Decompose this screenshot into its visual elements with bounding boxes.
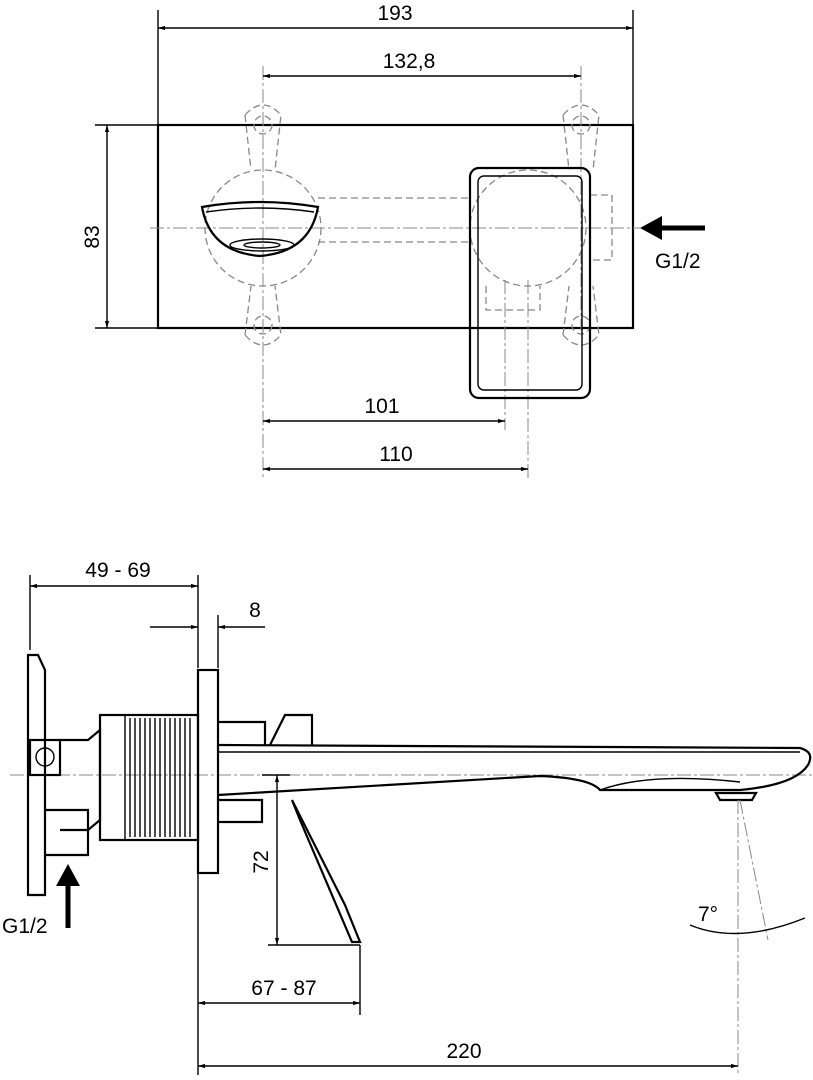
side-view: 49 - 69 8 72 G1/2 7° 6	[2, 559, 813, 1075]
dim-67-87: 67 - 87	[197, 873, 361, 1075]
spout-top	[200, 200, 320, 258]
inlet-label-top: G1/2	[655, 250, 701, 273]
dim-spout-reach-label: 220	[446, 1040, 481, 1063]
dim-plate-thickness-label: 8	[249, 599, 261, 622]
dim-72: 72	[250, 774, 360, 946]
aerator	[714, 791, 758, 802]
inlet-block	[28, 738, 62, 777]
inlet-arrow-top: G1/2	[640, 216, 705, 273]
dim-8: 8	[150, 599, 265, 668]
dim-101-label: 101	[364, 395, 399, 418]
lever-side	[218, 713, 362, 944]
wall-plate-side	[196, 668, 220, 875]
dim-49-69: 49 - 69	[29, 559, 199, 668]
dim-110: 110	[263, 443, 528, 472]
dim-193: 193	[157, 2, 634, 125]
dim-101: 101	[263, 395, 505, 424]
inlet-label-side: G1/2	[2, 915, 48, 938]
top-view: 193 132,8 83 G1/2 101 110	[81, 2, 705, 480]
inlet-arrow-side: G1/2	[2, 864, 80, 938]
dim-lever-reach-label: 67 - 87	[251, 977, 316, 1000]
dim-220: 220	[198, 1040, 738, 1069]
threaded-sleeve	[98, 713, 200, 842]
mounting-bracket	[26, 653, 47, 897]
wall-plate-outline	[156, 123, 635, 330]
inlet-port	[35, 747, 55, 767]
dim-overall-width-label: 193	[377, 2, 412, 25]
dim-7-deg: 7°	[689, 799, 806, 1075]
dim-110-label: 110	[379, 443, 412, 466]
dim-wall-depth-label: 49 - 69	[85, 559, 150, 582]
dim-angle-label: 7°	[698, 903, 718, 926]
dim-hole-spacing-label: 132,8	[383, 50, 436, 73]
dim-lever-height-label: 72	[250, 850, 273, 873]
hidden-mounting-body	[204, 104, 613, 346]
dim-83: 83	[81, 124, 158, 329]
dim-height-label: 83	[81, 225, 104, 248]
valve-body	[60, 727, 102, 832]
spout-side	[217, 743, 812, 797]
lever-handle-top	[468, 166, 592, 400]
dim-132-8: 132,8	[263, 50, 581, 79]
